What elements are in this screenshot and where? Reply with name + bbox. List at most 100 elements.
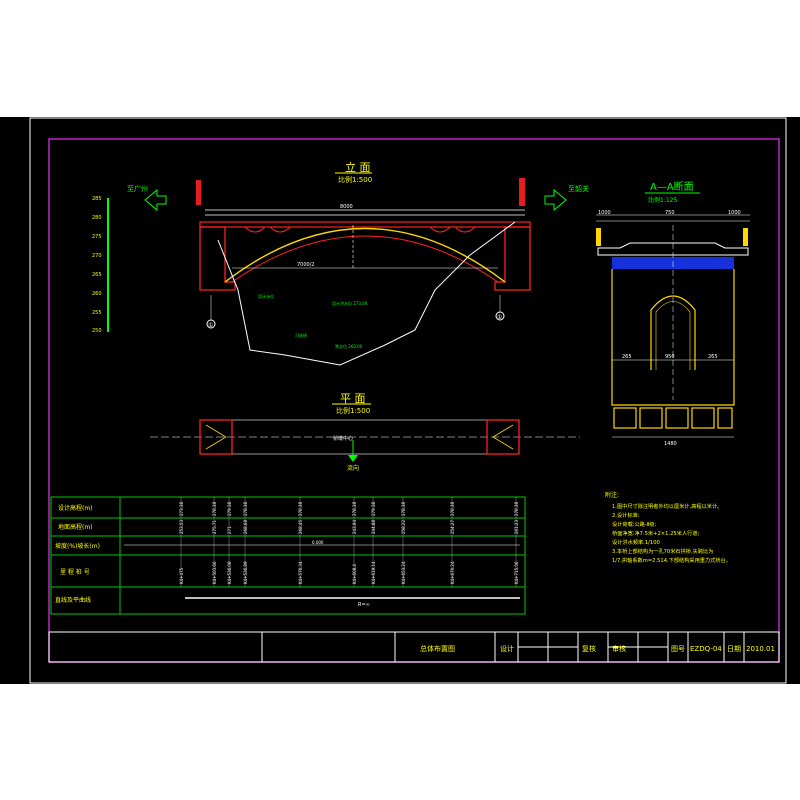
design-elev-cell: 279.38 (227, 502, 232, 516)
svg-text:250: 250 (92, 328, 102, 334)
right-arrow-label: 至韶关 (568, 184, 589, 193)
chainage-cell: K4+670.24 (450, 561, 455, 584)
chainage-cell: K4+715.56 (514, 561, 519, 584)
svg-text:285: 285 (92, 196, 102, 202)
bridge-deck (199, 221, 531, 228)
right-abutment (494, 226, 531, 291)
date-label: 日期 (727, 645, 741, 653)
notes-heading: 附注: (605, 491, 619, 499)
drawing-svg: 立 面 比例1:500 至广州 至韶关 285 280 275 270 265 260… (29, 117, 787, 684)
title-block: 总体布置图 设计 复核 审核 图号 EZDQ-04 日期 2010.01 (48, 631, 780, 663)
ground-elev-cell: 268.45 (298, 520, 303, 534)
section-title: A—A断面 (650, 180, 694, 193)
left-arrow-label: 至广州 (127, 184, 148, 193)
chainage-cell: K4+619.14 (371, 561, 376, 584)
main-arch (224, 227, 506, 283)
svg-text:常水位 263.00: 常水位 263.00 (335, 343, 363, 349)
axis-right-marker: ① (497, 314, 502, 321)
plan-scale: 比例1:500 (336, 406, 370, 415)
design-elev-cell: 278.38 (212, 502, 217, 516)
notes-block: 附注: 1.图中尺寸除注明者外均以厘米计,高程以米计。 2.设计标准: 设计荷载… (605, 491, 731, 564)
note-line: 设计洪水频率:1/100 (612, 538, 660, 546)
figure-no-label: 图号 (671, 645, 685, 653)
ground-elev-cell: 258.22 (401, 520, 406, 534)
plan-center-tag: 桥墩中心 (333, 435, 353, 442)
svg-text:265: 265 (92, 272, 102, 278)
drawing-sheet: 立 面 比例1:500 至广州 至韶关 285 280 275 270 265 260… (0, 117, 800, 684)
design-label: 设计 (500, 644, 514, 653)
plan-flow-label: 流向 (347, 464, 359, 472)
row-design-elev: 设计高程(m) (58, 504, 93, 512)
ground-elev-cell: 243.94 (352, 520, 357, 534)
design-elev-cell: 273.38 (179, 502, 184, 516)
section-scale: 比例1:125 (648, 196, 677, 204)
note-line: 设计荷载:公路-Ⅱ级; (612, 520, 656, 528)
plan-view: 平 面 比例1:500 桥墩中心 流向 (150, 392, 580, 472)
section-foundation (613, 407, 733, 429)
plan-title: 平 面 (340, 392, 366, 405)
svg-text:设计水位: 设计水位 (258, 293, 274, 299)
left-arrow-icon: 至广州 (127, 184, 167, 212)
elevation-scale: 比例1:500 (338, 175, 372, 184)
design-elev-cell: 278.38 (450, 502, 455, 516)
ground-elev-cell: 261.23 (514, 520, 519, 534)
slope-value: 0.000 (312, 540, 324, 545)
elevation-view: 立 面 比例1:500 至广州 至韶关 285 280 275 270 265 260… (92, 160, 589, 366)
note-line: 2.设计标准: (612, 511, 640, 519)
axis-left-marker: ① (208, 322, 213, 329)
check-label: 复核 (582, 644, 596, 653)
chainage-cell: K4+536.89 (243, 561, 248, 584)
svg-text:255: 255 (92, 310, 102, 316)
inner-frame (48, 138, 780, 663)
ground-line (217, 221, 516, 366)
elevation-title: 立 面 (345, 160, 371, 174)
section-bottom-left: 265 (622, 354, 632, 360)
section-pier (611, 269, 735, 406)
section-total: 1480 (664, 441, 677, 447)
profile-table: 设计高程(m) 地面高程(m) 坡度(%)坡长(m) 里 程 桩 号 直线及平曲… (50, 496, 526, 615)
center-span-dim: 8000 (340, 204, 353, 210)
ground-elev-cell: 253.53 (179, 520, 184, 534)
svg-text:270: 270 (92, 253, 102, 259)
svg-text:河床线: 河床线 (295, 332, 307, 338)
section-arch-opening (650, 295, 696, 370)
note-line: 桥面净宽:净7.5米+2×1.25米人行道; (612, 529, 699, 537)
design-elev-cell: 278.38 (298, 502, 303, 516)
note-line: 1/7,拱轴系数m=2.514,下部结构采用重力式桥台。 (612, 556, 731, 564)
section-dim-left: 1000 (598, 210, 611, 216)
ground-elev-cell: 244.88 (371, 520, 376, 534)
left-abutment (199, 226, 236, 291)
section-bottom-right: 265 (708, 354, 718, 360)
row-slope: 坡度(%)坡长(m) (55, 542, 100, 550)
spandrel-arches (244, 226, 476, 233)
ground-elev-cell: 275.71 (212, 520, 217, 534)
arch-intrados (231, 235, 499, 283)
section-deck (597, 242, 749, 256)
design-elev-cell: 278.38 (514, 502, 519, 516)
plan-left-abutment (199, 419, 233, 455)
ground-elev-cell: 271 (227, 526, 232, 534)
design-elev-cell: 278.38 (401, 502, 406, 516)
chainage-cell: K4+475 (179, 567, 184, 584)
section-view: A—A断面 比例1:125 1000 750 1000 265 950 265 (596, 180, 750, 447)
review-label: 审核 (612, 644, 626, 653)
chainage-cell: K4+576.34 (298, 561, 303, 584)
svg-text:280: 280 (92, 215, 102, 221)
chainage-cell: K4+608.4 (352, 564, 357, 584)
section-dim-right: 1000 (728, 210, 741, 216)
ground-elev-cell: 268.68 (243, 520, 248, 534)
curve-value: R=∞ (358, 602, 370, 608)
svg-text:275: 275 (92, 234, 102, 240)
right-arrow-icon: 至韶关 (544, 184, 589, 212)
row-curve: 直线及平曲线 (55, 596, 91, 604)
date-value: 2010.01 (746, 645, 775, 653)
design-elev-cell: 278.38 (243, 502, 248, 516)
chainage-cell: K4+503.66 (212, 561, 217, 584)
section-bottom-center: 950 (665, 354, 675, 360)
section-dim-center: 750 (665, 210, 675, 216)
plan-right-abutment (486, 419, 520, 455)
drawing-name: 总体布置图 (420, 644, 455, 653)
svg-text:260: 260 (92, 291, 102, 297)
design-elev-cell: 279.38 (371, 502, 376, 516)
